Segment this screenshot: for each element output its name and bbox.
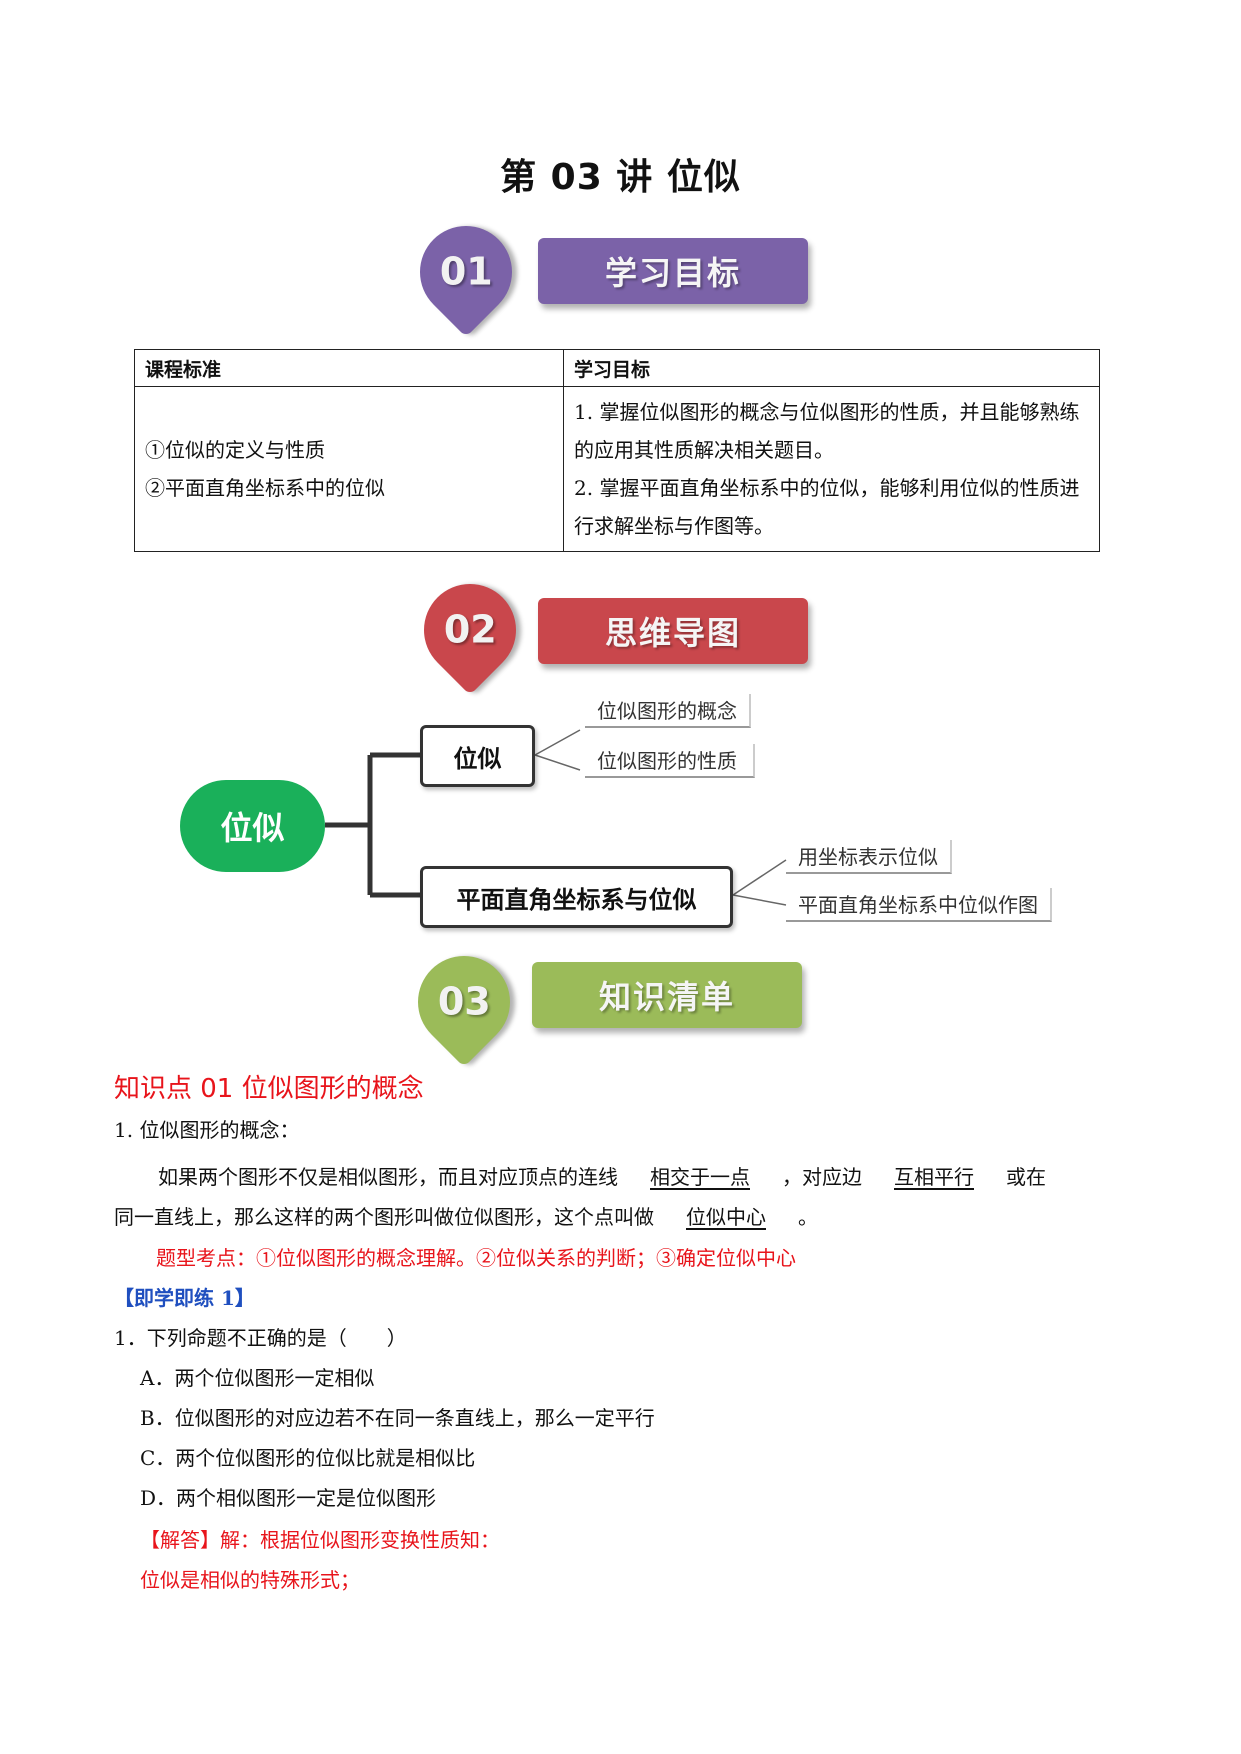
section-number-circle: 01 [400, 206, 532, 338]
practice-heading: 【即学即练 1】 [114, 1286, 255, 1310]
mindmap-connectors [325, 729, 787, 906]
knowledge-heading: 知识点 01 位似图形的概念 [114, 1074, 424, 1104]
mindmap-branch-1: 位似 [420, 725, 535, 787]
answer-line-2: 位似是相似的特殊形式； [140, 1568, 360, 1592]
table-cell-standards: ①位似的定义与性质 ②平面直角坐标系中的位似 [134, 386, 564, 552]
standard-item: ②平面直角坐标系中的位似 [145, 476, 385, 500]
knowledge-subheading: 1. 位似图形的概念： [114, 1118, 300, 1142]
page-title: 第 03 讲 位似 [500, 157, 741, 198]
standard-item: ①位似的定义与性质 [145, 438, 325, 462]
mindmap-leaf: 位似图形的概念 [585, 694, 751, 728]
table-header-standard: 课程标准 [134, 349, 564, 387]
answer-line-1: 【解答】解：根据位似图形变换性质知： [140, 1528, 500, 1552]
option-b: B．位似图形的对应边若不在同一条直线上，那么一定平行 [140, 1406, 655, 1430]
mindmap-branch-2: 平面直角坐标系与位似 [420, 866, 733, 928]
table-cell-goals: 1. 掌握位似图形的概念与位似图形的性质，并且能够熟练的应用其性质解决相关题目。… [563, 386, 1100, 552]
goal-item: 1. 掌握位似图形的概念与位似图形的性质，并且能够熟练的应用其性质解决相关题目。 [574, 400, 1080, 462]
section-title-bar: 知识清单 [532, 962, 802, 1028]
fill-blank: 相交于一点 [650, 1165, 750, 1189]
learning-goals-table: 课程标准 学习目标 ①位似的定义与性质 ②平面直角坐标系中的位似 1. 掌握位似… [134, 349, 1100, 552]
knowledge-paragraph: 如果两个图形不仅是相似图形，而且对应顶点的连线相交于一点，对应边互相平行或在 同… [114, 1165, 1046, 1229]
option-a: A．两个位似图形一定相似 [140, 1366, 375, 1390]
option-d: D．两个相似图形一定是位似图形 [140, 1486, 437, 1510]
fill-blank: 位似中心 [686, 1205, 766, 1229]
mindmap-leaf: 用坐标表示位似 [786, 840, 952, 874]
answer-tag: 【解答】 [140, 1528, 220, 1552]
mindmap-leaf: 位似图形的性质 [585, 744, 755, 778]
question-types-note: 题型考点：①位似图形的概念理解。②位似关系的判断；③确定位似中心 [156, 1246, 796, 1270]
section-title-bar: 学习目标 [538, 238, 808, 304]
question-stem: 1．下列命题不正确的是（ ） [114, 1326, 407, 1350]
option-c: C．两个位似图形的位似比就是相似比 [140, 1446, 476, 1470]
section-number-circle: 02 [404, 564, 536, 696]
fill-blank: 互相平行 [894, 1165, 974, 1189]
section-number-circle: 03 [398, 936, 530, 1068]
table-header-goal: 学习目标 [563, 349, 1100, 387]
mindmap-root: 位似 [180, 780, 325, 872]
goal-item: 2. 掌握平面直角坐标系中的位似，能够利用位似的性质进行求解坐标与作图等。 [574, 476, 1080, 538]
mindmap-leaf: 平面直角坐标系中位似作图 [786, 888, 1052, 922]
section-title-bar: 思维导图 [538, 598, 808, 664]
